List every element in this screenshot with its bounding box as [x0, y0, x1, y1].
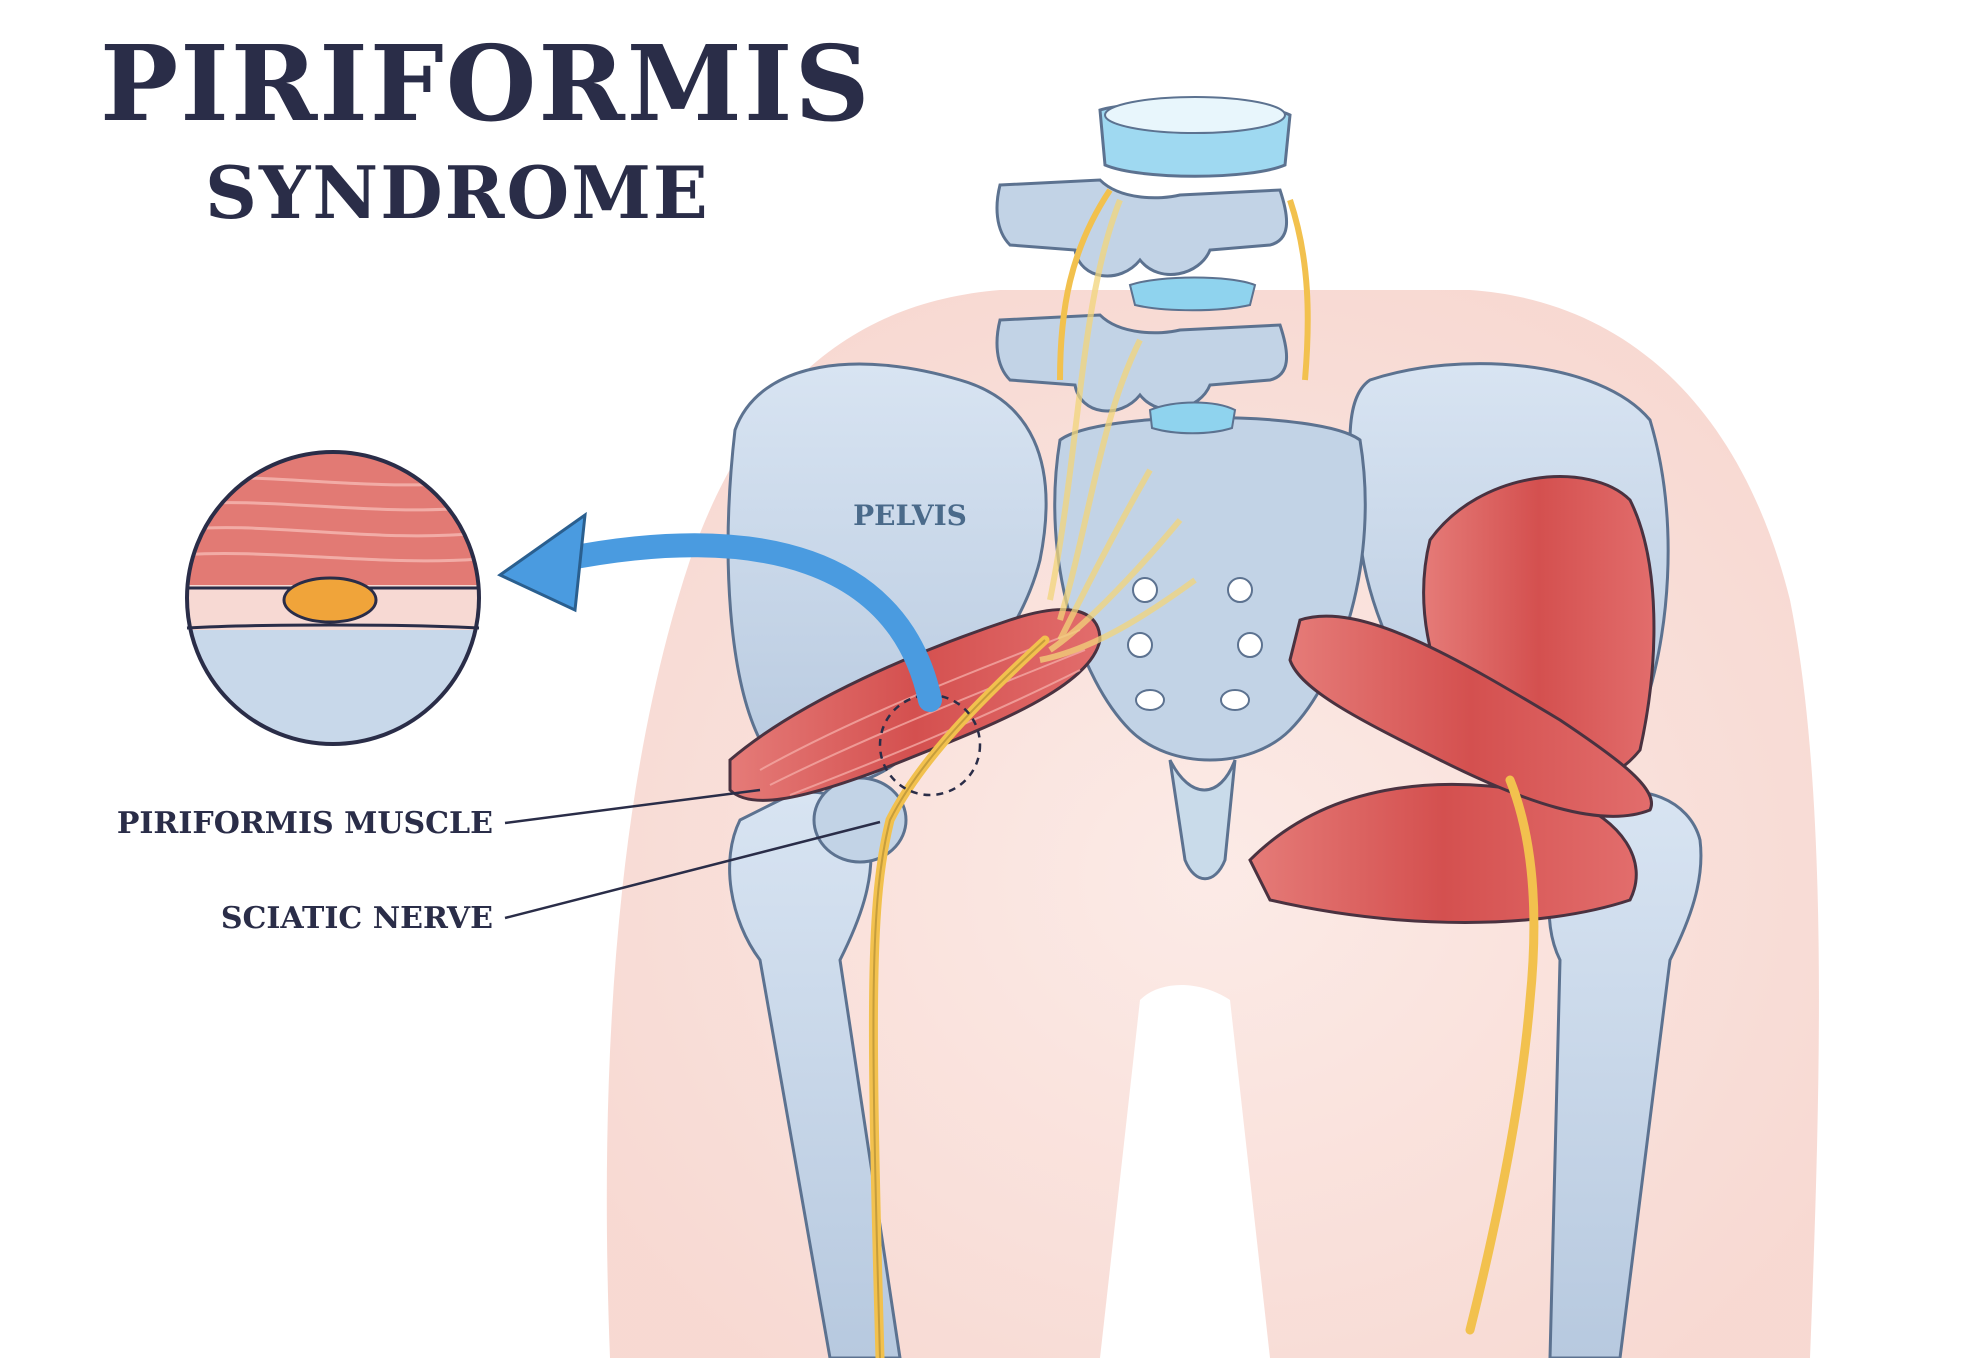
spinal-nerve-right — [1287, 199, 1311, 381]
sacral-foramen — [1220, 689, 1250, 711]
lumbar-vertebra-lower — [995, 276, 1289, 435]
title-sub: SYNDROME — [205, 150, 710, 235]
sacral-foramen — [1227, 577, 1253, 603]
right-piriformis — [1288, 614, 1653, 818]
spinal-nerve-left — [1057, 188, 1113, 381]
zoom-nerve-cross-section — [282, 576, 378, 624]
right-quadratus-femoris — [1248, 782, 1638, 924]
piriformis-label-line — [504, 788, 761, 825]
title-main: PIRIFORMIS — [100, 22, 872, 145]
zoom-arrow-shaft — [548, 533, 942, 712]
pelvis-label: PELVIS — [853, 499, 967, 532]
zoom-arrow-head — [497, 511, 587, 613]
sacral-foramen — [1127, 632, 1153, 658]
lumbar-vertebra-upper — [995, 96, 1292, 278]
sacral-foramen — [1135, 689, 1165, 711]
piriformis-muscle-label: PIRIFORMIS MUSCLE — [117, 806, 493, 841]
sciatic-nerve-label: SCIATIC NERVE — [221, 901, 493, 936]
zoom-inset-border — [185, 450, 481, 746]
coccyx — [1168, 759, 1237, 881]
leg-gap — [1140, 991, 1250, 1358]
right-sciatic-nerve — [1465, 775, 1539, 1335]
sacral-foramen — [1237, 632, 1263, 658]
sacral-foramen — [1132, 577, 1158, 603]
sciatic-label-line — [504, 820, 881, 920]
left-sciatic-nerve-outline — [872, 639, 1046, 1358]
